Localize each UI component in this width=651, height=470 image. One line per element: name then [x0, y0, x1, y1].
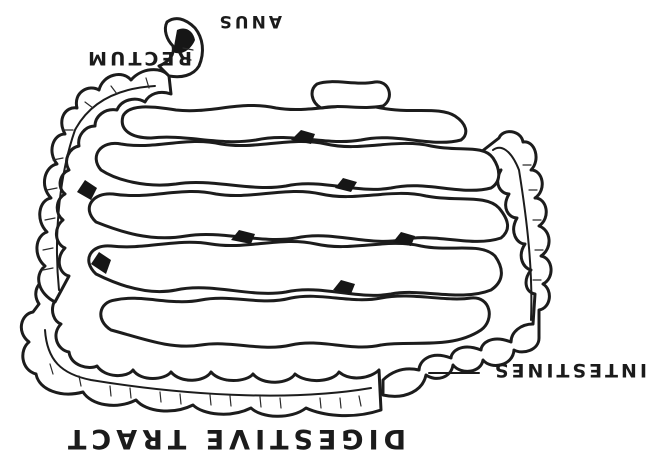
diagram-title: DIGESTIVE TRACT: [63, 423, 406, 454]
intestines-label: INTESTINES: [492, 359, 647, 381]
anus-label: ANUS: [217, 11, 282, 31]
small-intestine-coils: [89, 82, 508, 348]
rectum-label: RECTUM: [85, 47, 192, 69]
